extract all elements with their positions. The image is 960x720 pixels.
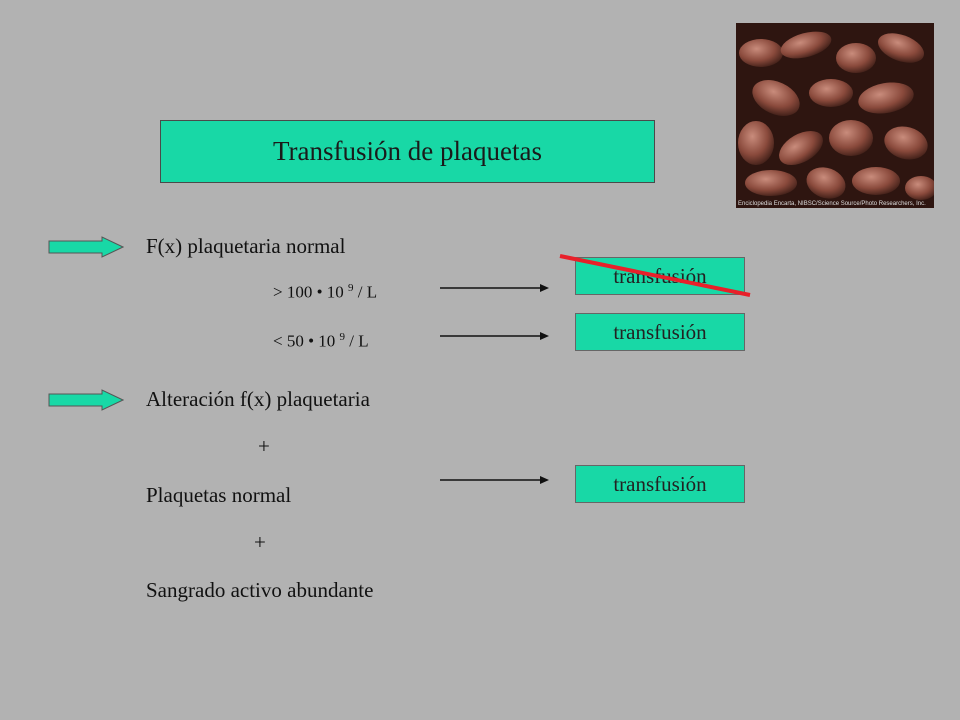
slide-title-text: Transfusión de plaquetas — [273, 136, 542, 166]
platelet-photo: Enciclopedia Encarta, NIBSC/Science Sour… — [736, 23, 934, 208]
section2-line2: Plaquetas normal — [146, 483, 292, 507]
condition-below-50: < 50 • 10 9 / L — [273, 331, 369, 352]
condition-above-100-exponent: 9 — [348, 282, 354, 294]
slide-title: Transfusión de plaquetas — [160, 120, 655, 183]
strike-line — [559, 254, 751, 297]
condition-below-50-exponent: 9 — [339, 331, 346, 343]
condition-above-100: > 100 • 10 9 / L — [273, 282, 377, 303]
arrow-right-icon — [440, 332, 549, 340]
transfusion-label: transfusión — [613, 471, 707, 496]
transfusion-box: transfusión — [575, 465, 745, 503]
arrow-right-icon — [440, 284, 549, 292]
photo-credit: Enciclopedia Encarta, NIBSC/Science Sour… — [738, 201, 926, 207]
arrow-right-icon — [440, 476, 549, 484]
bullet-arrow-icon — [48, 389, 124, 411]
plus-sign: + — [254, 530, 266, 554]
section2-line3: Sangrado activo abundante — [146, 578, 374, 602]
condition-above-100-suffix: / L — [353, 282, 378, 302]
transfusion-box: transfusión — [575, 313, 745, 351]
bullet-arrow-icon — [48, 236, 124, 258]
condition-below-50-suffix: / L — [345, 331, 369, 351]
condition-above-100-prefix: > 100 • 10 — [273, 282, 349, 302]
condition-below-50-prefix: < 50 • 10 — [273, 331, 340, 351]
plus-sign: + — [258, 434, 270, 458]
transfusion-label: transfusión — [613, 319, 707, 344]
section1-heading: F(x) plaquetaria normal — [146, 234, 346, 258]
section2-line1: Alteración f(x) plaquetaria — [146, 387, 370, 411]
platelet-image — [736, 23, 934, 208]
